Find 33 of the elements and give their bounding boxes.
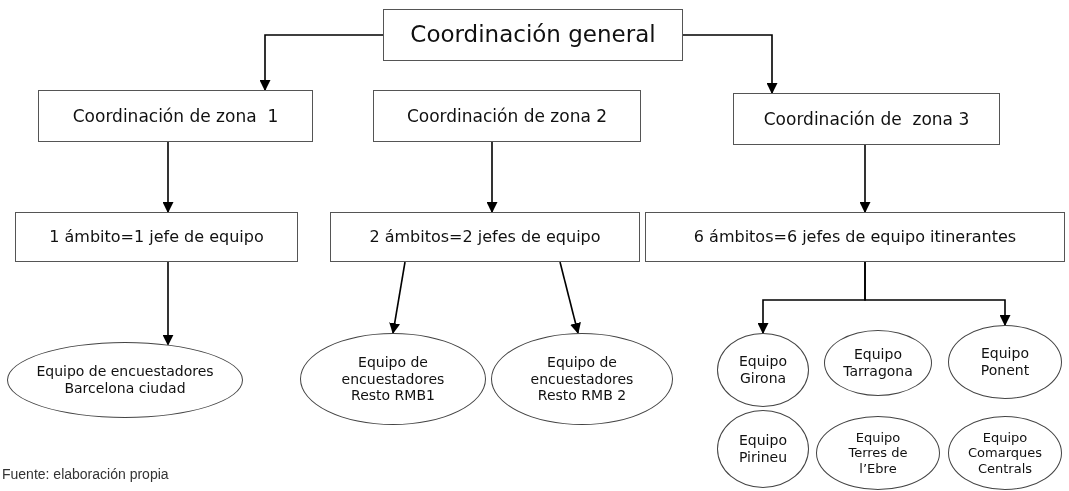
arrow [389, 261, 406, 335]
node-text: Coordinación de zona 1 [72, 105, 279, 127]
org-box [733, 93, 1000, 145]
node-text: 1 ámbito=1 jefe de equipo [49, 227, 264, 247]
arrow [559, 261, 581, 335]
node-text: 2 ámbitos=2 jefes de equipo [369, 227, 601, 247]
arrow [864, 261, 1011, 327]
org-box [38, 90, 313, 142]
node-text: Equipo Terres de l’Ebre [847, 429, 909, 477]
node-text: Equipo Ponent [979, 345, 1031, 379]
org-box [383, 9, 683, 61]
node-text: Equipo de encuestadores Barcelona ciudad [35, 363, 215, 397]
arrow [162, 141, 174, 214]
node-text: Equipo Girona [738, 353, 788, 387]
source-note: Fuente: elaboración propia [2, 466, 169, 482]
arrow [162, 261, 174, 346]
arrow [859, 144, 871, 214]
node-text: Coordinación de zona 3 [763, 108, 970, 130]
node-text: Equipo Comarques Centrals [966, 429, 1043, 477]
arrow [682, 34, 778, 95]
org-box [645, 212, 1065, 262]
org-box [373, 90, 641, 142]
arrow [259, 34, 384, 92]
node-text: 6 ámbitos=6 jefes de equipo itinerantes [693, 227, 1017, 247]
org-box [15, 212, 298, 262]
node-text: Equipo de encuestadores Resto RMB 2 [529, 353, 635, 405]
arrow [486, 141, 498, 214]
org-box [330, 212, 640, 262]
node-text: Equipo Pirineu [738, 432, 788, 466]
node-text: Equipo de encuestadores Resto RMB1 [340, 353, 446, 405]
node-text: Equipo Tarragona [842, 346, 914, 380]
node-text: Coordinación general [410, 21, 656, 49]
node-text: Coordinación de zona 2 [406, 105, 608, 127]
